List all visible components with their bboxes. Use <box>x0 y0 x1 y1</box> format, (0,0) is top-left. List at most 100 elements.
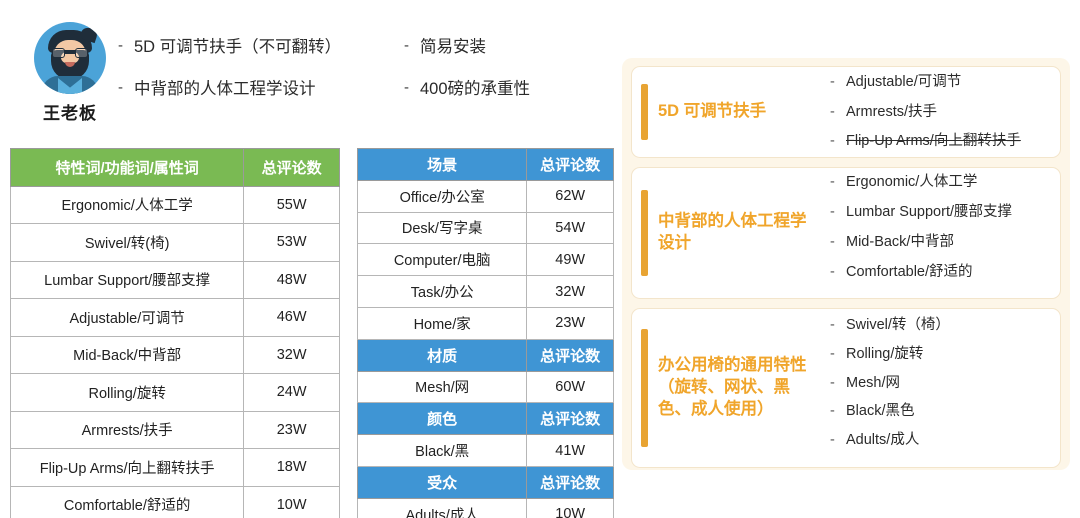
dash-marker: - <box>830 263 835 280</box>
avatar-icon <box>34 22 106 94</box>
header-section: 王老板 - 5D 可调节扶手（不可翻转） - 中背部的人体工程学设计 - 简易安… <box>0 0 620 140</box>
card-list-item: -Comfortable/舒适的 <box>830 263 1050 282</box>
dash-marker: - <box>830 316 835 333</box>
cell-label: Lumbar Support/腰部支撑 <box>9 260 245 299</box>
card-list: -Swivel/转（椅）-Rolling/旋转-Mesh/网-Black/黑色-… <box>810 316 1050 460</box>
cell-label: Swivel/转(椅) <box>9 223 245 262</box>
card-item-text: Ergonomic/人体工学 <box>846 174 978 191</box>
card-item-text: Flip-Up Arms/向上翻转扶手 <box>846 133 1021 150</box>
dash-marker: - <box>118 79 123 97</box>
card-item-text: Adults/成人 <box>846 432 920 449</box>
cell-value: 48W <box>243 260 340 299</box>
bullet-item: - 5D 可调节扶手（不可翻转） <box>118 36 341 58</box>
cell-label: Office/办公室 <box>356 179 528 213</box>
card-item-text: Lumbar Support/腰部支撑 <box>846 204 1013 221</box>
card-item-text: Rolling/旋转 <box>846 345 924 362</box>
cell-label: Black/黑 <box>356 434 528 467</box>
card-list-item: -Rolling/旋转 <box>830 345 1050 364</box>
card-accent-bar <box>641 84 648 140</box>
card-accent-bar <box>641 190 648 276</box>
cell-value: 32W <box>243 335 340 374</box>
card-item-text: Mesh/网 <box>846 374 900 391</box>
dash-marker: - <box>830 73 835 90</box>
cell-label: Adults/成人 <box>356 497 528 518</box>
cell-value: 32W <box>526 275 614 308</box>
dash-marker: - <box>830 432 835 449</box>
cell-label: Ergonomic/人体工学 <box>9 185 245 224</box>
dash-marker: - <box>830 403 835 420</box>
column-header-label: 特性词/功能词/属性词 <box>9 148 245 187</box>
column-header-value: 总评论数 <box>526 465 614 499</box>
card-list-item: -Ergonomic/人体工学 <box>830 173 1050 192</box>
table-header-row: 特性词/功能词/属性词总评论数 <box>9 148 340 187</box>
section-header-label: 受众 <box>356 465 528 499</box>
table-section-header-row: 场景总评论数 <box>356 148 614 181</box>
dash-marker: - <box>830 234 835 250</box>
card-list: -Ergonomic/人体工学-Lumbar Support/腰部支撑-Mid-… <box>810 173 1050 292</box>
card-list-item: -Armrests/扶手 <box>830 103 1050 122</box>
section-header-label: 材质 <box>356 338 528 372</box>
card-list-item: -Black/黑色 <box>830 402 1050 421</box>
cell-label: Computer/电脑 <box>356 243 528 277</box>
bullet-item: - 中背部的人体工程学设计 <box>118 78 341 100</box>
bullet-text: 简易安装 <box>420 38 486 56</box>
bullet-text: 400磅的承重性 <box>420 80 531 99</box>
card-title: 办公用椅的通用特性（旋转、网状、黑色、成人使用） <box>658 356 807 418</box>
dash-marker: - <box>830 345 835 362</box>
dash-marker: - <box>404 79 409 97</box>
cell-value: 60W <box>526 370 614 404</box>
card-list-item: -Mid-Back/中背部 <box>830 233 1050 252</box>
card-list-item: -Swivel/转（椅） <box>830 316 1050 335</box>
card-item-text: Mid-Back/中背部 <box>846 234 954 250</box>
card-list-item: -Mesh/网 <box>830 374 1050 393</box>
cell-value: 55W <box>243 185 340 224</box>
cell-label: Home/家 <box>356 306 528 340</box>
column-header-value: 总评论数 <box>526 338 614 372</box>
dash-marker: - <box>404 37 409 54</box>
dash-marker: - <box>118 37 123 54</box>
cell-value: 10W <box>243 485 340 518</box>
section-header-label: 颜色 <box>356 402 528 436</box>
card-list-item: -Adjustable/可调节 <box>830 73 1050 92</box>
card-item-text: Swivel/转（椅） <box>846 316 950 333</box>
cell-value: 62W <box>526 179 614 213</box>
section-header-label: 场景 <box>356 148 528 181</box>
cell-label: Armrests/扶手 <box>9 410 245 449</box>
header-bullets-right: - 简易安装 - 400磅的承重性 <box>404 36 530 121</box>
cell-value: 23W <box>243 410 340 449</box>
bullet-item: - 400磅的承重性 <box>404 78 530 100</box>
dash-marker: - <box>830 133 835 150</box>
table-section-header-row: 材质总评论数 <box>356 338 614 372</box>
bullet-text: 5D 可调节扶手（不可翻转） <box>134 38 342 56</box>
cell-value: 49W <box>526 243 614 277</box>
card-list-item: -Lumbar Support/腰部支撑 <box>830 203 1050 222</box>
bullet-item: - 简易安装 <box>404 36 530 58</box>
cell-value: 18W <box>243 448 340 487</box>
cell-value: 24W <box>243 373 340 412</box>
table-section-header-row: 受众总评论数 <box>356 465 614 499</box>
card-item-text: Armrests/扶手 <box>846 103 938 120</box>
cell-label: Flip-Up Arms/向上翻转扶手 <box>9 448 245 487</box>
cell-value: 53W <box>243 223 340 262</box>
bullet-text: 中背部的人体工程学设计 <box>134 80 316 99</box>
glasses-icon <box>52 48 88 58</box>
column-header-value: 总评论数 <box>526 402 614 436</box>
dash-marker: - <box>830 374 835 391</box>
table-section-header-row: 颜色总评论数 <box>356 402 614 436</box>
cell-value: 23W <box>526 306 614 340</box>
header-bullets-left: - 5D 可调节扶手（不可翻转） - 中背部的人体工程学设计 <box>118 36 341 121</box>
avatar-name: 王老板 <box>43 104 97 123</box>
